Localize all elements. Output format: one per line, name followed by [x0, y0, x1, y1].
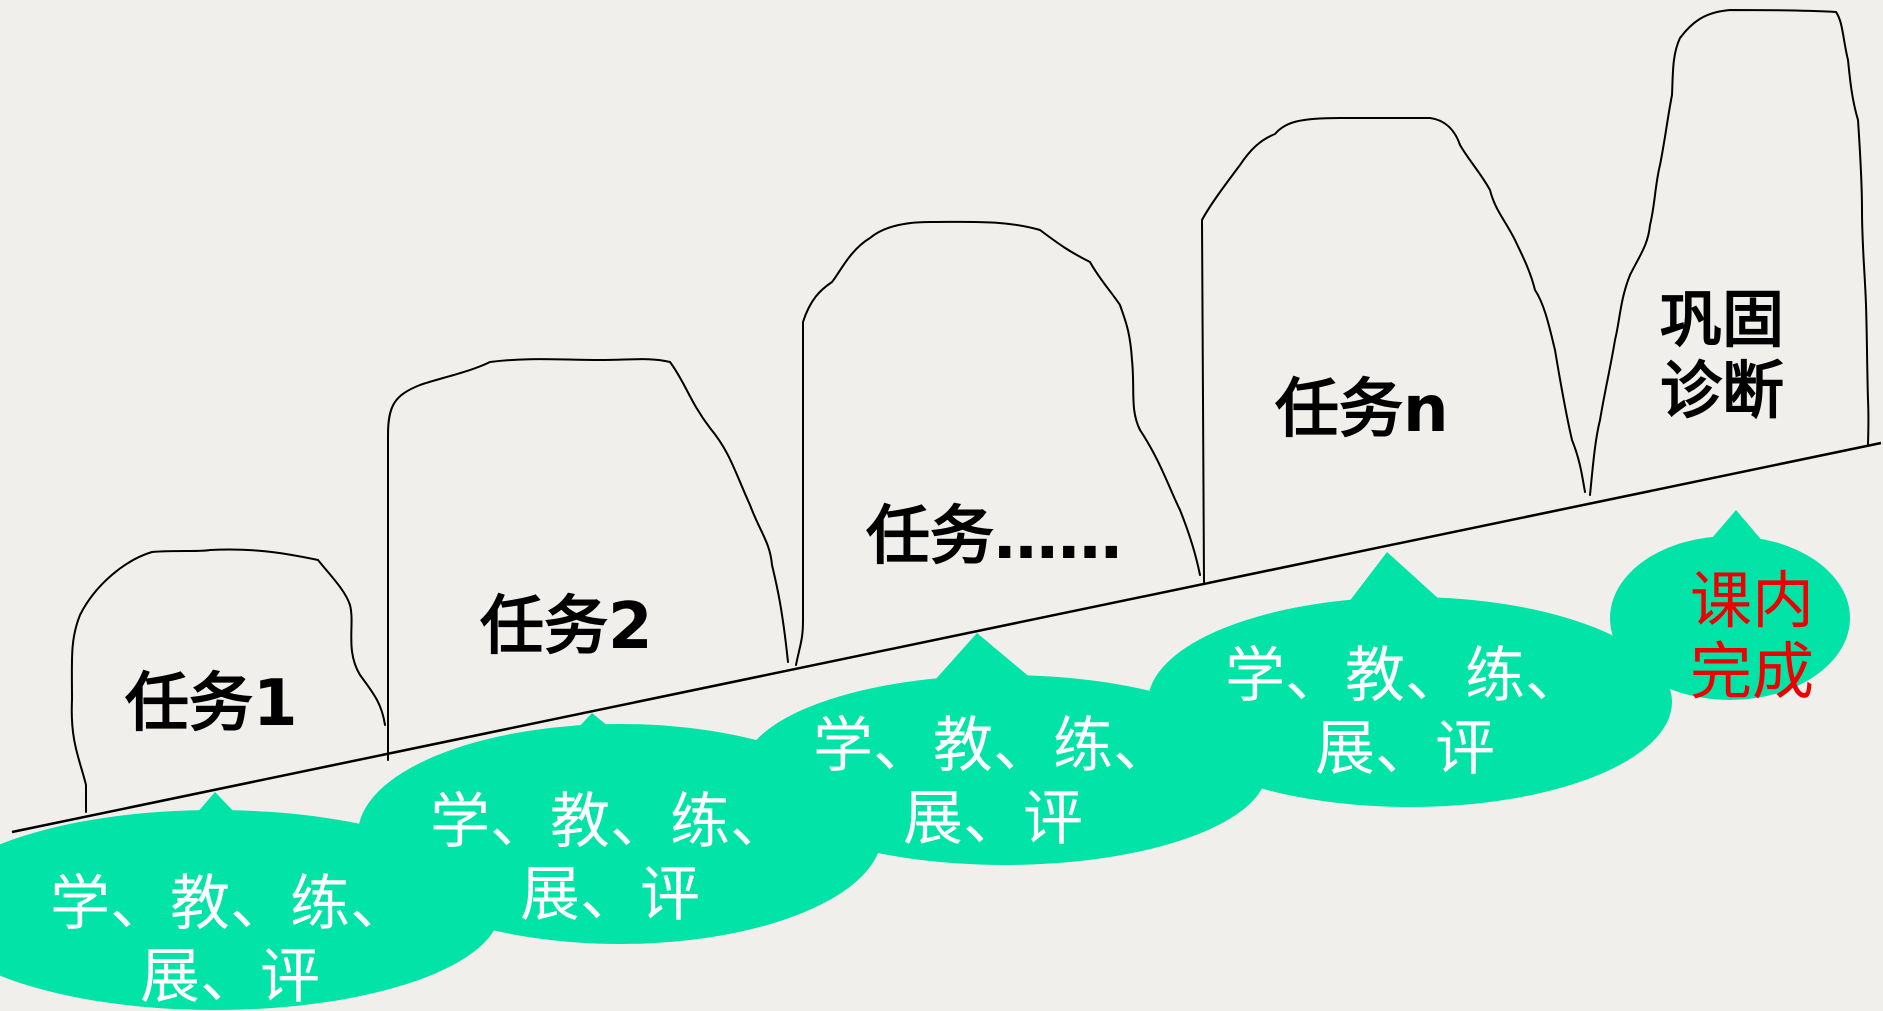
incline-line — [11, 441, 1882, 834]
step-bubble-4 — [1148, 552, 1672, 807]
consolidate-line-1: 巩固 — [1660, 283, 1785, 356]
task-label-2: 任务2 — [480, 590, 653, 664]
rock-outline-task-n — [1201, 116, 1586, 583]
step-bubble-3 — [743, 633, 1267, 865]
rock-outline-task-3 — [795, 220, 1201, 666]
step-text-2-line-1: 学、教、练、 — [430, 787, 790, 857]
step-text-3-line-1: 学、教、练、 — [813, 711, 1173, 781]
consolidate-line-2: 诊断 — [1660, 353, 1785, 427]
step-text-3-line-2: 展、评 — [903, 784, 1083, 855]
step-text-4: 学、教、练、 展、评 — [1220, 640, 1590, 786]
rock-outline-task-2 — [387, 358, 789, 761]
step-text-1-line-1: 学、教、练、 — [50, 869, 410, 939]
step-text-4-line-1: 学、教、练、 — [1225, 641, 1585, 711]
consolidate-diagnose-label: 巩固 诊断 — [1660, 283, 1785, 427]
in-class-line-1: 课内 — [1690, 564, 1815, 637]
rock-outline-task-1 — [70, 548, 386, 813]
final-bubble — [1610, 510, 1850, 700]
step-text-1: 学、教、练、 展、评 — [45, 868, 415, 1011]
in-class-line-2: 完成 — [1690, 634, 1815, 708]
task-label-3: 任务…… — [866, 500, 1122, 574]
step-text-1-line-2: 展、评 — [140, 942, 320, 1011]
task-label-1: 任务1 — [125, 667, 298, 741]
in-class-complete-label: 课内 完成 — [1690, 564, 1815, 708]
task-label-n: 任务n — [1275, 373, 1449, 447]
step-text-2: 学、教、练、 展、评 — [425, 786, 795, 932]
step-text-3: 学、教、练、 展、评 — [808, 710, 1178, 856]
step-text-4-line-2: 展、评 — [1315, 714, 1495, 785]
rock-outline-consolidate — [1589, 9, 1870, 496]
step-text-2-line-2: 展、评 — [520, 860, 700, 931]
